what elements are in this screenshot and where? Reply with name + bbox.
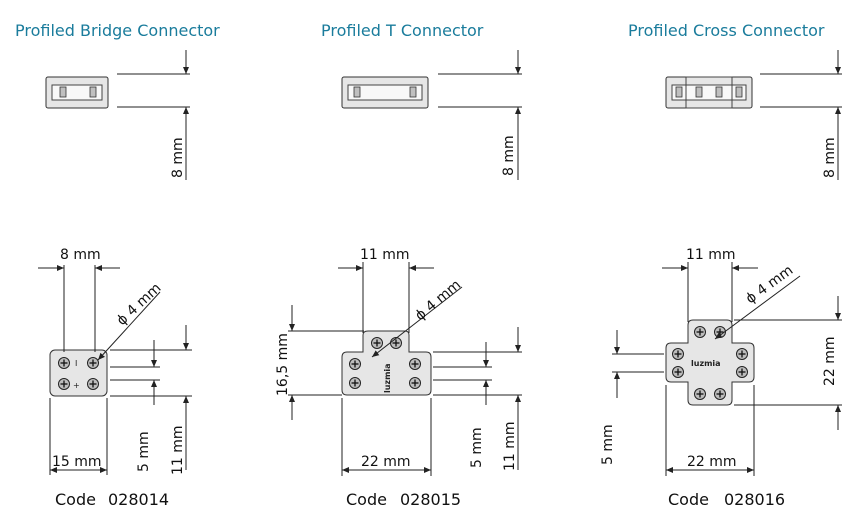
svg-text:I: I [75, 359, 77, 368]
bridge-connector-title: Profiled Bridge Connector [15, 21, 220, 40]
bridge-width-dim: 8 mm [60, 247, 101, 263]
t-body-dim: 11 mm [502, 421, 518, 471]
cross-top-view: luzmia 11 mm ϕ 4 mm 22 mm 22 mm 5 mm [600, 247, 842, 476]
t-code-value: 028015 [400, 490, 461, 509]
cross-code-label: Code [668, 490, 709, 509]
cross-depth-dim: 22 mm [822, 336, 838, 386]
cross-height-dim: 8 mm [822, 137, 838, 178]
t-diameter-dim: ϕ 4 mm [412, 277, 464, 324]
bridge-pin-dim: 5 mm [136, 431, 152, 472]
cross-brand-logo: luzmia [691, 359, 721, 368]
bridge-code-value: 028014 [108, 490, 169, 509]
t-length-dim: 22 mm [361, 454, 411, 470]
cross-length-dim: 22 mm [687, 454, 737, 470]
cross-pin-dim: 5 mm [600, 424, 616, 465]
cross-width-dim: 11 mm [686, 247, 736, 263]
t-code-label: Code [346, 490, 387, 509]
cross-side-view: 8 mm [665, 50, 842, 180]
t-connector-title: Profiled T Connector [321, 21, 484, 40]
bridge-height-dim: 8 mm [170, 137, 186, 178]
bridge-code-label: Code [55, 490, 96, 509]
bridge-side-view: 8 mm [45, 50, 190, 180]
bridge-length-dim: 15 mm [52, 454, 102, 470]
cross-code-value: 028016 [724, 490, 785, 509]
t-top-view: luzmia 11 mm ϕ 4 mm 16,5 mm 22 mm 5 mm 1… [275, 247, 522, 476]
t-depth-dim: 16,5 mm [275, 333, 291, 396]
t-pin-dim: 5 mm [469, 427, 485, 468]
t-side-view: 8 mm [341, 50, 522, 180]
cross-connector-title: Profiled Cross Connector [628, 21, 825, 40]
t-width-dim: 11 mm [360, 247, 410, 263]
t-brand-logo: luzmia [383, 363, 392, 393]
bridge-diameter-dim: ϕ 4 mm [114, 280, 165, 329]
bridge-top-view: I + 8 mm ϕ 4 mm 15 mm 5 mm 11 mm [38, 247, 192, 475]
bridge-body-dim: 11 mm [170, 425, 186, 475]
t-height-dim: 8 mm [501, 135, 517, 176]
svg-text:+: + [73, 381, 80, 390]
